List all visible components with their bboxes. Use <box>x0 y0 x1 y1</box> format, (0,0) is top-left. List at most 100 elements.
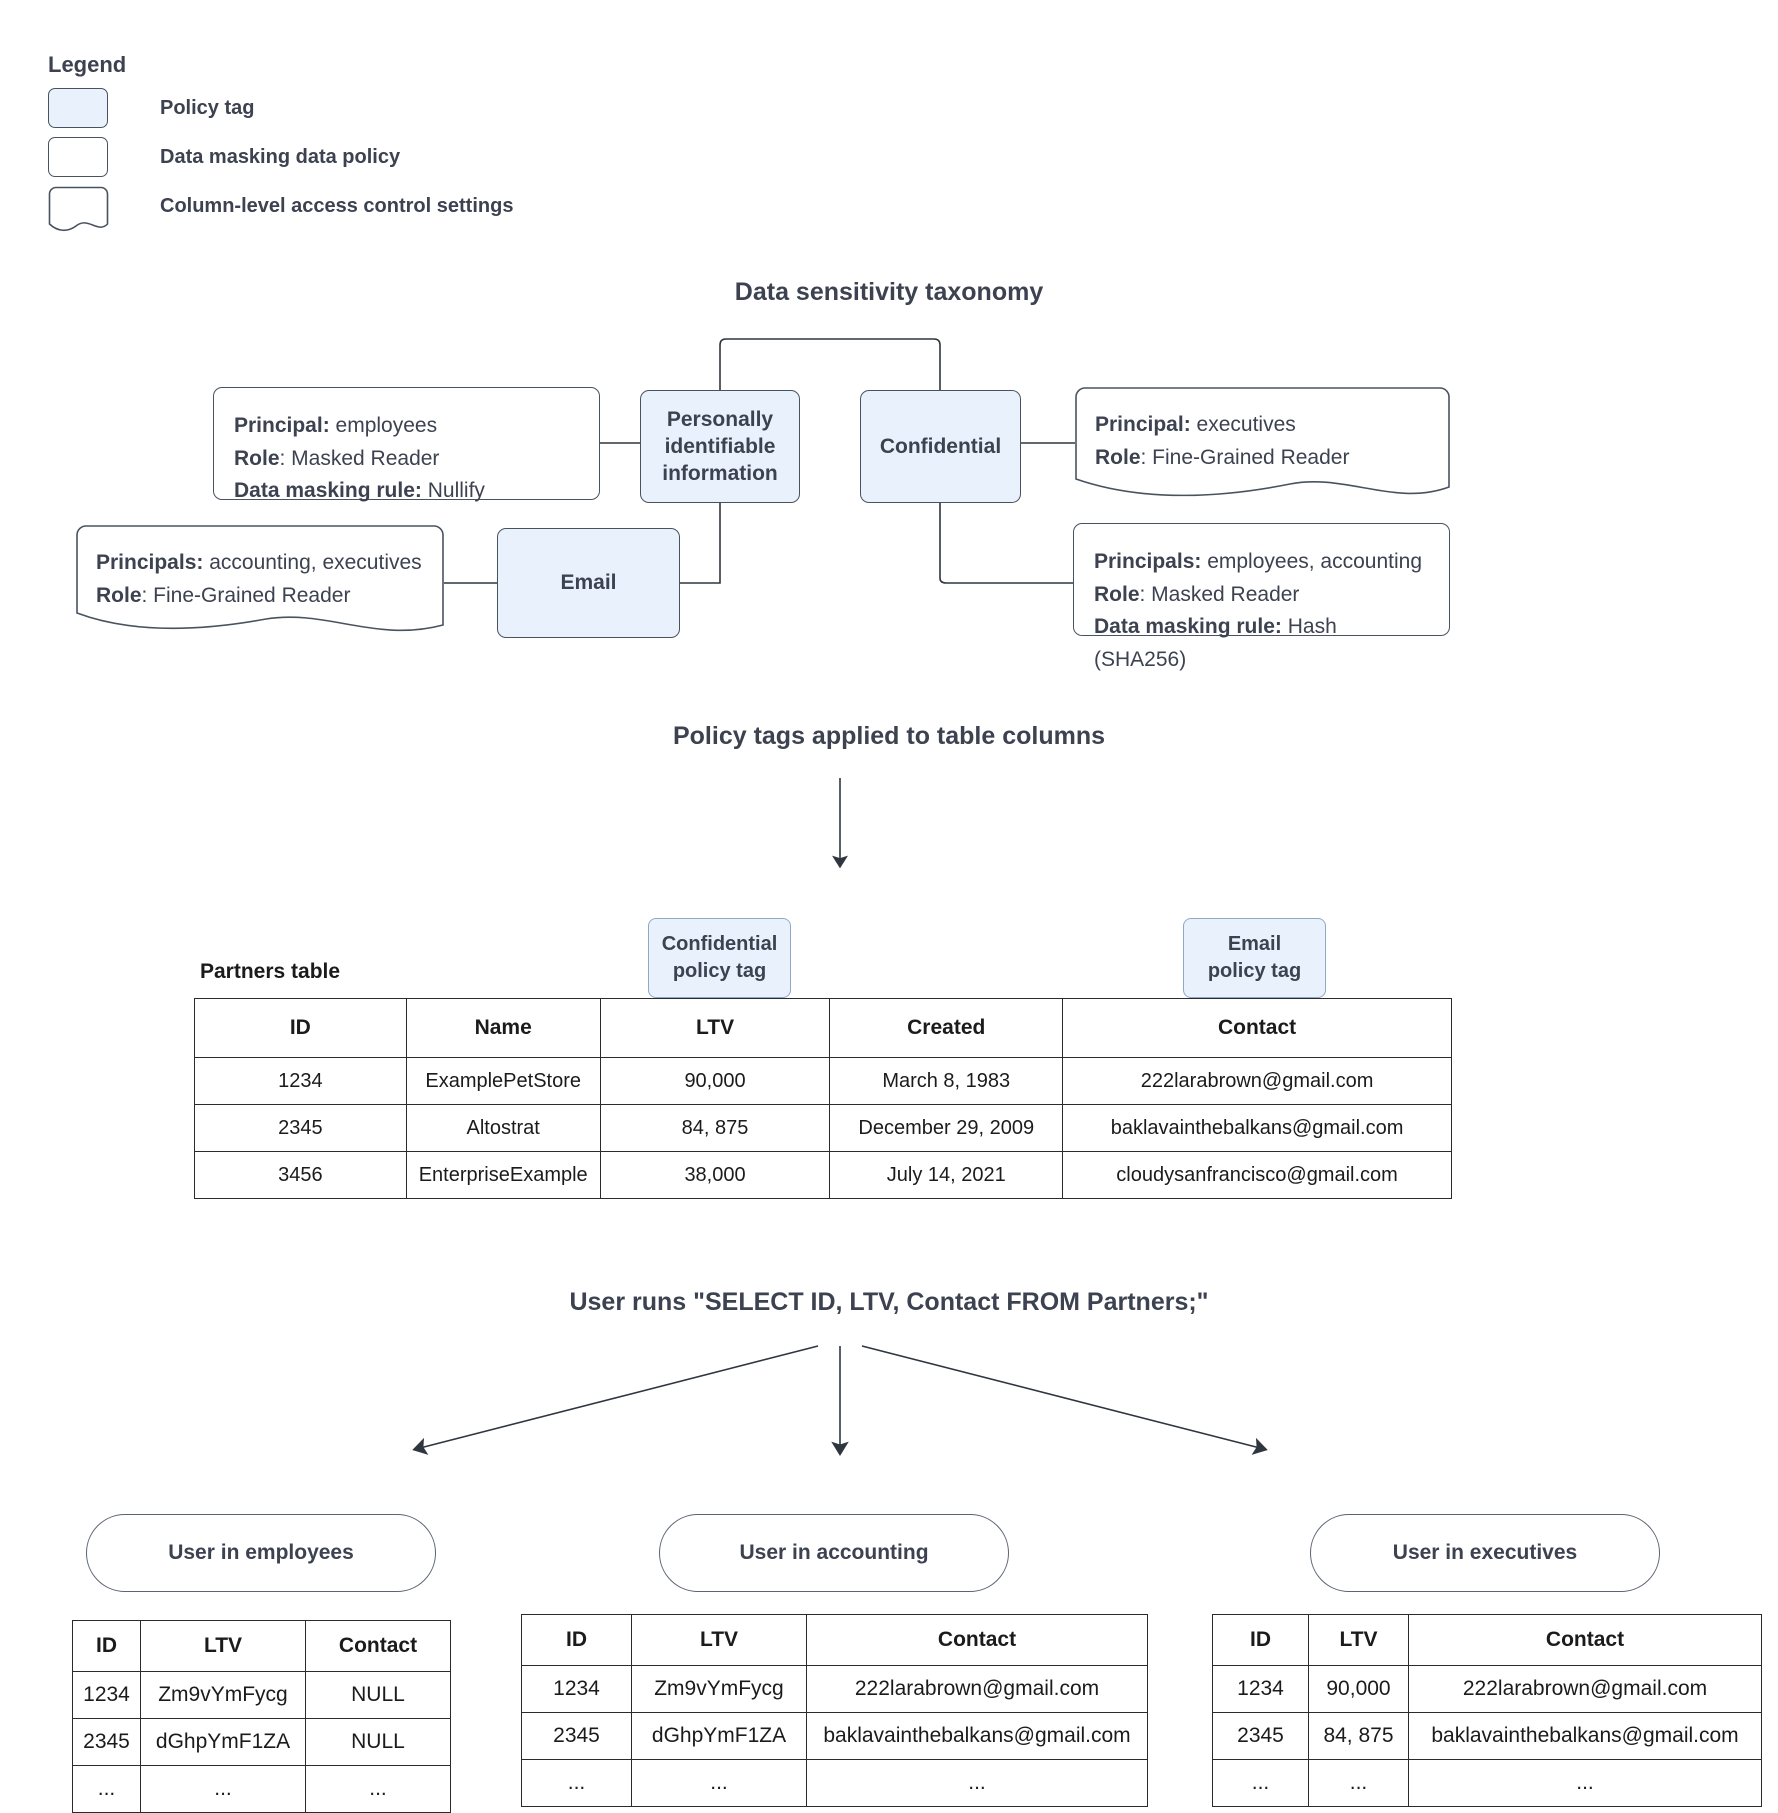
table-cell: ... <box>1408 1759 1762 1807</box>
pii-mask-role-value: : Masked Reader <box>279 446 440 470</box>
conf-mask-rule-value: Hash (SHA256) <box>1094 615 1337 671</box>
table-cell: ... <box>806 1759 1148 1807</box>
table-cell: ... <box>1308 1759 1409 1807</box>
table-cell: NULL <box>305 1718 451 1766</box>
legend: Legend Policy tag Data masking data poli… <box>48 52 513 233</box>
email-access-principal-value: accounting, executives <box>203 551 422 574</box>
policy-tag-node-pii[interactable]: Personally identifiable information <box>640 390 800 503</box>
column-header-id: ID <box>72 1620 141 1672</box>
chip-email-line1: Email <box>1227 933 1282 955</box>
column-header-id: ID <box>194 998 407 1058</box>
chip-confidential-line1: Confidential <box>661 933 778 955</box>
table-cell: cloudysanfrancisco@gmail.com <box>1062 1151 1452 1199</box>
legend-item-data-masking: Data masking data policy <box>48 135 513 179</box>
legend-title: Legend <box>48 52 127 77</box>
table-cell: dGhpYmF1ZA <box>140 1718 306 1766</box>
table-cell: 1234 <box>72 1671 141 1719</box>
persona-pill-accounting[interactable]: User in accounting <box>659 1514 1009 1592</box>
table-cell: ... <box>631 1759 807 1807</box>
table-cell: March 8, 1983 <box>829 1057 1064 1105</box>
conf-mask-role-key: Role <box>1094 582 1140 606</box>
table-cell: ... <box>72 1765 141 1813</box>
pii-mask-principal-key: Principal: <box>234 414 330 437</box>
table-cell: 90,000 <box>1308 1665 1409 1713</box>
applied-title: Policy tags applied to table columns <box>672 722 1106 750</box>
table-cell: 222larabrown@gmail.com <box>1408 1665 1762 1713</box>
conf-access-principal-value: executives <box>1190 413 1296 436</box>
arrow-to-employees <box>412 1345 819 1455</box>
column-header-ltv: LTV <box>140 1620 306 1672</box>
conf-access-role-key: Role <box>1095 445 1141 469</box>
query-title: User runs "SELECT ID, LTV, Contact FROM … <box>569 1288 1209 1316</box>
persona-pill-executives[interactable]: User in executives <box>1310 1514 1660 1592</box>
policy-tag-node-email[interactable]: Email <box>497 528 680 638</box>
column-header-created: Created <box>829 998 1064 1058</box>
table-cell: Altostrat <box>405 1104 601 1152</box>
policy-tag-chip-confidential[interactable]: Confidential policy tag <box>648 918 791 998</box>
confidential-data-masking-policy-box: Principals: employees, accounting Role: … <box>1073 523 1450 671</box>
policy-tag-chip-email[interactable]: Email policy tag <box>1183 918 1326 998</box>
table-cell: baklavainthebalkans@gmail.com <box>806 1712 1148 1760</box>
arrow-to-executives <box>861 1345 1268 1455</box>
table-cell: NULL <box>305 1671 451 1719</box>
table-cell: ExamplePetStore <box>405 1057 601 1105</box>
policy-tag-node-confidential[interactable]: Confidential <box>860 390 1021 503</box>
connector-pii-email <box>680 503 721 584</box>
column-header-id: ID <box>521 1614 632 1666</box>
pii-data-masking-policy-box: Principal: employees Role: Masked Reader… <box>213 387 600 503</box>
persona-label-employees: User in employees <box>168 1541 354 1564</box>
table-cell: 2345 <box>1212 1712 1309 1760</box>
table-row: ......... <box>521 1759 1148 1807</box>
table-row: ......... <box>1212 1759 1762 1807</box>
table-cell: 3456 <box>194 1151 407 1199</box>
data-masking-swatch <box>48 137 110 177</box>
chip-email-line2: policy tag <box>1207 960 1302 982</box>
legend-label-data-masking: Data masking data policy <box>160 145 401 168</box>
persona-pill-employees[interactable]: User in employees <box>86 1514 436 1592</box>
conf-mask-rule-key: Data masking rule: <box>1094 615 1282 639</box>
column-header-contact: Contact <box>1062 998 1452 1058</box>
table-cell: 2345 <box>521 1712 632 1760</box>
wave-shape-icon <box>48 186 109 232</box>
column-header-id: ID <box>1212 1614 1309 1666</box>
persona-label-accounting: User in accounting <box>739 1541 929 1564</box>
policy-tag-node-confidential-label: Confidential <box>879 434 1002 458</box>
wave-shape-icon <box>1075 387 1450 497</box>
connector-confidential-mask <box>939 503 1073 584</box>
column-header-name: Name <box>405 998 601 1058</box>
policy-tag-node-pii-label: Personally identifiable information <box>662 407 778 486</box>
column-header-contact: Contact <box>305 1620 451 1672</box>
table-cell: Zm9vYmFycg <box>140 1671 306 1719</box>
table-cell: 84, 875 <box>1308 1712 1409 1760</box>
table-cell: baklavainthebalkans@gmail.com <box>1062 1104 1452 1152</box>
table-cell: EnterpriseExample <box>405 1151 601 1199</box>
legend-label-policy-tag: Policy tag <box>160 96 255 119</box>
legend-item-column-access: Column-level access control settings <box>48 184 514 232</box>
persona-label-executives: User in executives <box>1392 1541 1578 1564</box>
table-cell: 2345 <box>194 1104 407 1152</box>
email-access-principal-key: Principals: <box>96 551 204 574</box>
table-cell: baklavainthebalkans@gmail.com <box>1408 1712 1762 1760</box>
legend-item-policy-tag: Policy tag <box>48 86 513 130</box>
conf-access-principal-key: Principal: <box>1095 413 1191 436</box>
policy-tag-node-email-label: Email <box>560 571 617 595</box>
table-cell: 1234 <box>521 1665 632 1713</box>
table-cell: December 29, 2009 <box>829 1104 1064 1152</box>
table-cell: dGhpYmF1ZA <box>631 1712 807 1760</box>
email-access-role-key: Role <box>96 583 142 607</box>
legend-label-column-access: Column-level access control settings <box>160 194 514 217</box>
pii-mask-rule-value: Nullify <box>421 479 485 503</box>
